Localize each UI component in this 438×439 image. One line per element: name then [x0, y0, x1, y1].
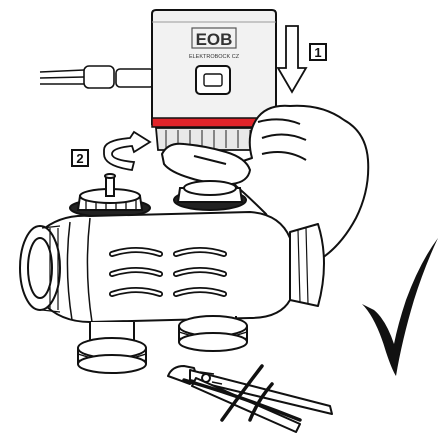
arrow-down-icon [278, 26, 306, 92]
brand-text: ELEKTROBOCK CZ [189, 54, 240, 60]
cable-connector [40, 66, 160, 88]
checkmark-icon [362, 238, 438, 376]
distribution-manifold [20, 212, 324, 322]
pliers-tool [168, 366, 332, 432]
valve-cap-left [70, 174, 150, 217]
outlet-right [179, 316, 247, 351]
step-1-label: 1 [314, 45, 321, 60]
outlet-left [78, 322, 146, 373]
brand-logo: EOB ELEKTROBOCK CZ [189, 28, 240, 60]
valve-cap-right [174, 181, 246, 210]
step-2-marker: 2 [72, 150, 88, 166]
step-1-marker: 1 [310, 44, 326, 60]
step-2-label: 2 [76, 151, 83, 166]
rotate-arrow-icon [104, 132, 150, 170]
logo-text: EOB [196, 30, 233, 49]
